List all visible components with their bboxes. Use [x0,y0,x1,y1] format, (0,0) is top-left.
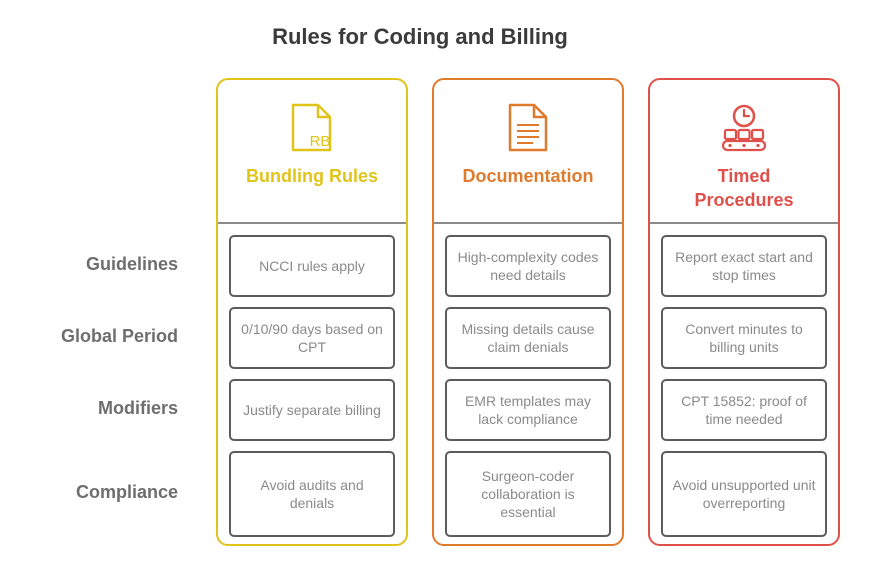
cell-bundling-compliance: Avoid audits and denials [229,451,395,537]
cell-documentation-global-period: Missing details cause claim denials [445,307,611,369]
row-label-compliance: Compliance [75,482,178,502]
cell-timed-compliance: Avoid unsupported unit overreporting [661,451,827,537]
bundle-document-icon: RB [291,103,332,152]
cell-bundling-modifiers: Justify separate billing [229,379,395,441]
column-timed-procedures: Timed Procedures Report exact start and … [648,78,840,546]
row-label-global-period: Global Period [60,326,178,346]
cell-documentation-modifiers: EMR templates may lack compliance [445,379,611,441]
cell-timed-guidelines: Report exact start and stop times [661,235,827,297]
column-title-text: Timed Procedures [694,166,794,210]
cell-documentation-guidelines: High-complexity codes need details [445,235,611,297]
column-header: RB Bundling Rules [218,80,406,224]
column-title-documentation: Documentation [462,166,594,186]
column-title-bundling-rules: Bundling Rules [246,166,378,186]
cell-timed-modifiers: CPT 15852: proof of time needed [661,379,827,441]
document-lines-icon [508,103,548,152]
column-bundling-rules: RB Bundling Rules NCCI rules apply 0/10/… [216,78,408,546]
column-title-timed-procedures: Timed Procedures [650,164,838,212]
cell-timed-global-period: Convert minutes to billing units [661,307,827,369]
cell-bundling-global-period: 0/10/90 days based on CPT [229,307,395,369]
cell-documentation-compliance: Surgeon-coder collaboration is essential [445,451,611,537]
column-documentation: Documentation High-complexity codes need… [432,78,624,546]
bundle-icon-letters: RB [310,133,331,150]
column-header: Timed Procedures [650,80,838,224]
row-label-guidelines: Guidelines [85,254,178,274]
page-title: Rules for Coding and Billing [272,24,568,49]
column-header: Documentation [434,80,622,224]
cell-bundling-guidelines: NCCI rules apply [229,235,395,297]
row-label-modifiers: Modifiers [97,398,178,418]
clock-conveyor-icon [721,104,767,152]
